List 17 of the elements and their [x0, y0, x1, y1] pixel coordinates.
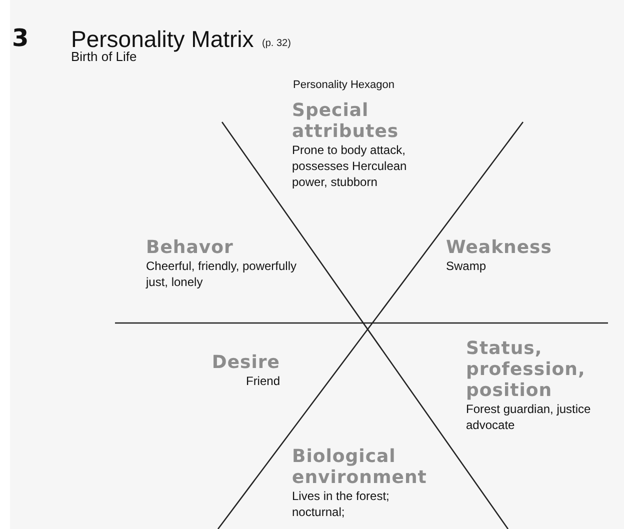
sector-description: Cheerful, friendly, powerfully just, lonely	[146, 258, 298, 290]
sector-description: Forest guardian, justice advocate	[466, 401, 592, 433]
sector-heading: Status, profession, position	[466, 338, 586, 401]
sector-description: Swamp	[446, 258, 488, 274]
sector-heading: Weakness	[446, 237, 553, 258]
sector-description: Lives in the forest; nocturnal;	[292, 488, 390, 520]
title: Personality Matrix	[71, 26, 254, 52]
section-number: 3	[12, 24, 29, 52]
sector-description: Friend	[244, 373, 280, 389]
sector-heading: Biological environment	[292, 446, 427, 488]
sector-heading: Special attributes	[292, 100, 400, 142]
hexagon-label: Personality Hexagon	[293, 79, 395, 91]
page-reference: (p. 32)	[262, 38, 291, 49]
sector-heading: Desire	[210, 352, 280, 373]
sector-heading: Behavor	[146, 237, 234, 258]
sector-description: Prone to body attack, possesses Herculean power, stubborn	[292, 142, 408, 190]
subtitle: Birth of Life	[71, 49, 137, 64]
